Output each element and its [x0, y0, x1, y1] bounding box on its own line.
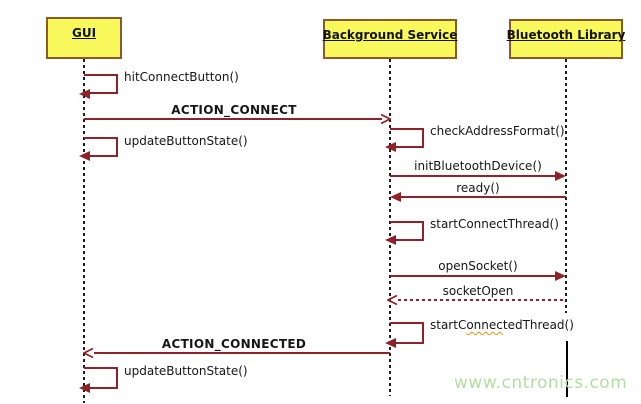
arrowhead-open-left-icon — [387, 294, 398, 306]
arrowhead-filled-left-icon — [385, 338, 396, 348]
arrowhead-filled-left-icon — [385, 235, 396, 245]
label-segment-spellcheck-squiggle: onnec — [466, 318, 503, 332]
arrowhead-filled-left-icon — [79, 151, 90, 161]
message-label-init-bluetooth-device: initBluetoothDevice() — [414, 159, 542, 173]
message-label-action-connect: ACTION_CONNECT — [171, 103, 297, 117]
message-line-init-bluetooth-device — [390, 175, 556, 177]
message-label-open-socket: openSocket() — [438, 259, 518, 273]
arrowhead-open-left-icon — [83, 347, 94, 359]
arrowhead-filled-left-icon — [385, 142, 396, 152]
participant-label-bluetooth-library: Bluetooth Library — [506, 28, 626, 42]
self-loop-start-connect-thread — [390, 221, 424, 241]
message-label-ready: ready() — [456, 181, 500, 195]
participant-label-background-service: Background Service — [322, 28, 458, 42]
lifeline-bluetooth-library-solid-segment — [566, 341, 568, 397]
message-line-action-connect — [84, 118, 382, 120]
message-label-update-button-state-2: updateButtonState() — [124, 364, 248, 378]
participant-box-bluetooth-library: Bluetooth Library — [506, 19, 626, 59]
message-label-hit-connect-button: hitConnectButton() — [124, 70, 239, 84]
watermark-text: www.cntronics.com — [454, 373, 628, 393]
message-label-start-connect-thread: startConnectThread() — [430, 217, 559, 231]
lifeline-gui — [83, 59, 85, 403]
self-loop-check-address-format — [390, 128, 424, 148]
arrowhead-filled-right-icon — [555, 271, 566, 281]
arrowhead-filled-right-icon — [555, 171, 566, 181]
arrowhead-filled-left-icon — [79, 383, 90, 393]
message-line-open-socket — [390, 275, 556, 277]
lifeline-background-service — [389, 59, 391, 396]
message-line-action-connected — [94, 352, 390, 354]
arrowhead-filled-left-icon — [79, 89, 90, 99]
participant-box-gui: GUI — [46, 17, 122, 59]
message-line-socket-open — [398, 299, 566, 301]
arrowhead-filled-left-icon — [390, 192, 401, 202]
participant-box-background-service: Background Service — [323, 19, 457, 59]
self-loop-hit-connect-button — [84, 74, 118, 94]
label-segment: tedThread() — [502, 318, 574, 332]
message-label-update-button-state-1: updateButtonState() — [124, 134, 248, 148]
message-label-check-address-format: checkAddressFormat() — [430, 124, 565, 138]
participant-label-gui: GUI — [71, 26, 97, 40]
label-segment: startC — [430, 318, 467, 332]
lifeline-bluetooth-library — [565, 59, 567, 313]
self-loop-update-button-state-2 — [84, 367, 118, 389]
message-label-start-connected-thread: startConnectedThread() — [430, 318, 574, 332]
self-loop-start-connected-thread — [390, 322, 424, 344]
message-label-action-connected: ACTION_CONNECTED — [161, 337, 307, 351]
self-loop-update-button-state-1 — [84, 137, 118, 157]
message-line-ready — [400, 196, 566, 198]
message-label-socket-open: socketOpen — [442, 284, 514, 298]
arrowhead-open-right-icon — [380, 113, 391, 125]
